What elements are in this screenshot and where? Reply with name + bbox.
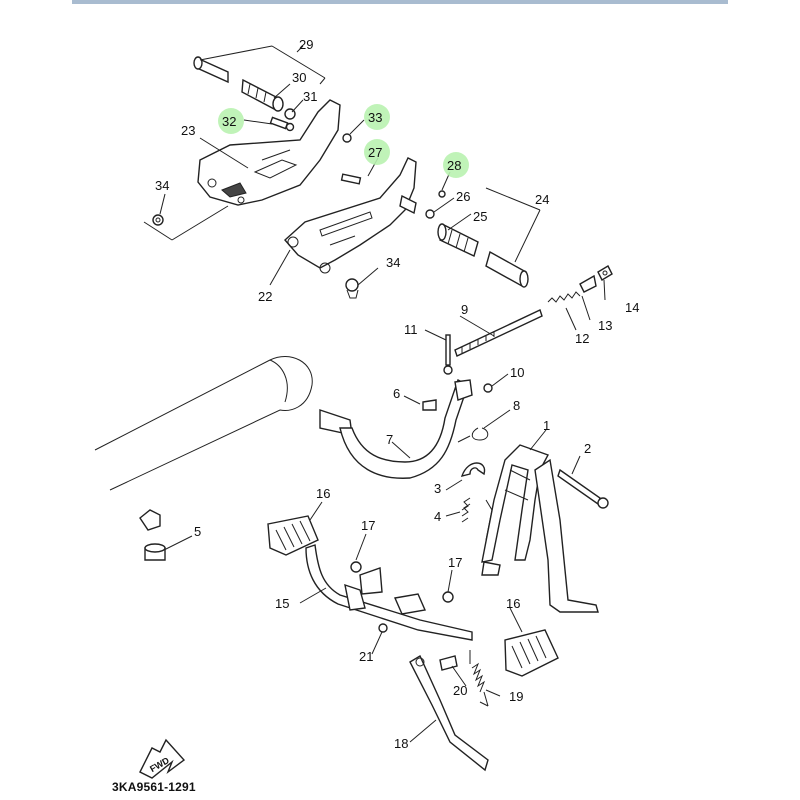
callout-4: 4	[434, 509, 441, 524]
collar-21	[378, 623, 388, 633]
callout-17-right: 17	[448, 555, 462, 570]
callout-19: 19	[509, 689, 523, 704]
callout-8: 8	[513, 398, 520, 413]
callout-5: 5	[194, 524, 201, 539]
callout-25: 25	[473, 209, 487, 224]
bolt-34-upper	[152, 214, 164, 226]
callout-9: 9	[461, 302, 468, 317]
callout-16-left: 16	[316, 486, 330, 501]
callout-22: 22	[258, 289, 272, 304]
diagram-code: 3KA9561-1291	[112, 780, 196, 794]
footrest-rubber-16-left	[267, 515, 319, 556]
callout-31: 31	[303, 89, 317, 104]
callout-24: 24	[535, 192, 549, 207]
bolt-17	[350, 561, 454, 603]
callout-18: 18	[394, 736, 408, 751]
clip-6	[422, 399, 437, 411]
callout-1: 1	[543, 418, 550, 433]
footrest-peg-left	[193, 56, 352, 143]
callout-16-right: 16	[506, 596, 520, 611]
callout-26: 26	[456, 189, 470, 204]
callout-34-lower: 34	[386, 255, 400, 270]
leader-lines	[143, 45, 606, 743]
callout-numbers: 29 30 31 32 33 23 27 28 34 26 24 25 34 2…	[155, 37, 639, 751]
callout-11: 11	[404, 322, 418, 337]
callout-27: 27	[368, 145, 382, 160]
footrest-bracket-left	[197, 99, 341, 206]
callout-23: 23	[181, 123, 195, 138]
callout-17-left: 17	[361, 518, 375, 533]
callout-7: 7	[386, 432, 393, 447]
shaft-2	[557, 468, 609, 509]
frame-top-border	[72, 0, 728, 4]
callout-20: 20	[453, 683, 467, 698]
callout-34-upper: 34	[155, 178, 169, 193]
callout-28: 28	[447, 158, 461, 173]
highlight-badges	[218, 104, 469, 178]
washer-10	[483, 383, 493, 393]
highlight-27	[364, 139, 390, 165]
pin-20	[439, 655, 458, 671]
highlight-28	[443, 152, 469, 178]
highlight-33	[364, 104, 390, 130]
highlight-32	[218, 108, 244, 134]
hook-3-spring-4	[460, 462, 486, 523]
footrest-rubber-16-right	[504, 629, 559, 677]
callout-2: 2	[584, 441, 591, 456]
footrest-peg-right	[340, 173, 529, 288]
callout-14: 14	[625, 300, 639, 315]
rubber-bumper-5	[139, 509, 166, 561]
main-stand	[481, 444, 599, 613]
callout-6: 6	[393, 386, 400, 401]
bolt-34-lower	[345, 278, 359, 299]
callout-13: 13	[598, 318, 612, 333]
callout-29: 29	[299, 37, 313, 52]
callout-21: 21	[359, 649, 373, 664]
brake-rod-and-pin	[443, 309, 543, 375]
footrest-bar-15	[305, 544, 473, 641]
brake-pedal-7	[319, 379, 473, 479]
spring-19	[469, 650, 489, 707]
brake-spring-12	[547, 291, 581, 303]
callout-32: 32	[222, 114, 236, 129]
callout-15: 15	[275, 596, 289, 611]
callout-12: 12	[575, 331, 589, 346]
joint-13-14	[579, 265, 613, 293]
fwd-arrow: FWD	[139, 738, 186, 779]
callout-10: 10	[510, 365, 524, 380]
callout-3: 3	[434, 481, 441, 496]
side-stand-18	[409, 654, 489, 772]
callout-30: 30	[292, 70, 306, 85]
muffler-outline	[94, 355, 313, 491]
callout-33: 33	[368, 110, 382, 125]
spring-8	[457, 427, 489, 443]
